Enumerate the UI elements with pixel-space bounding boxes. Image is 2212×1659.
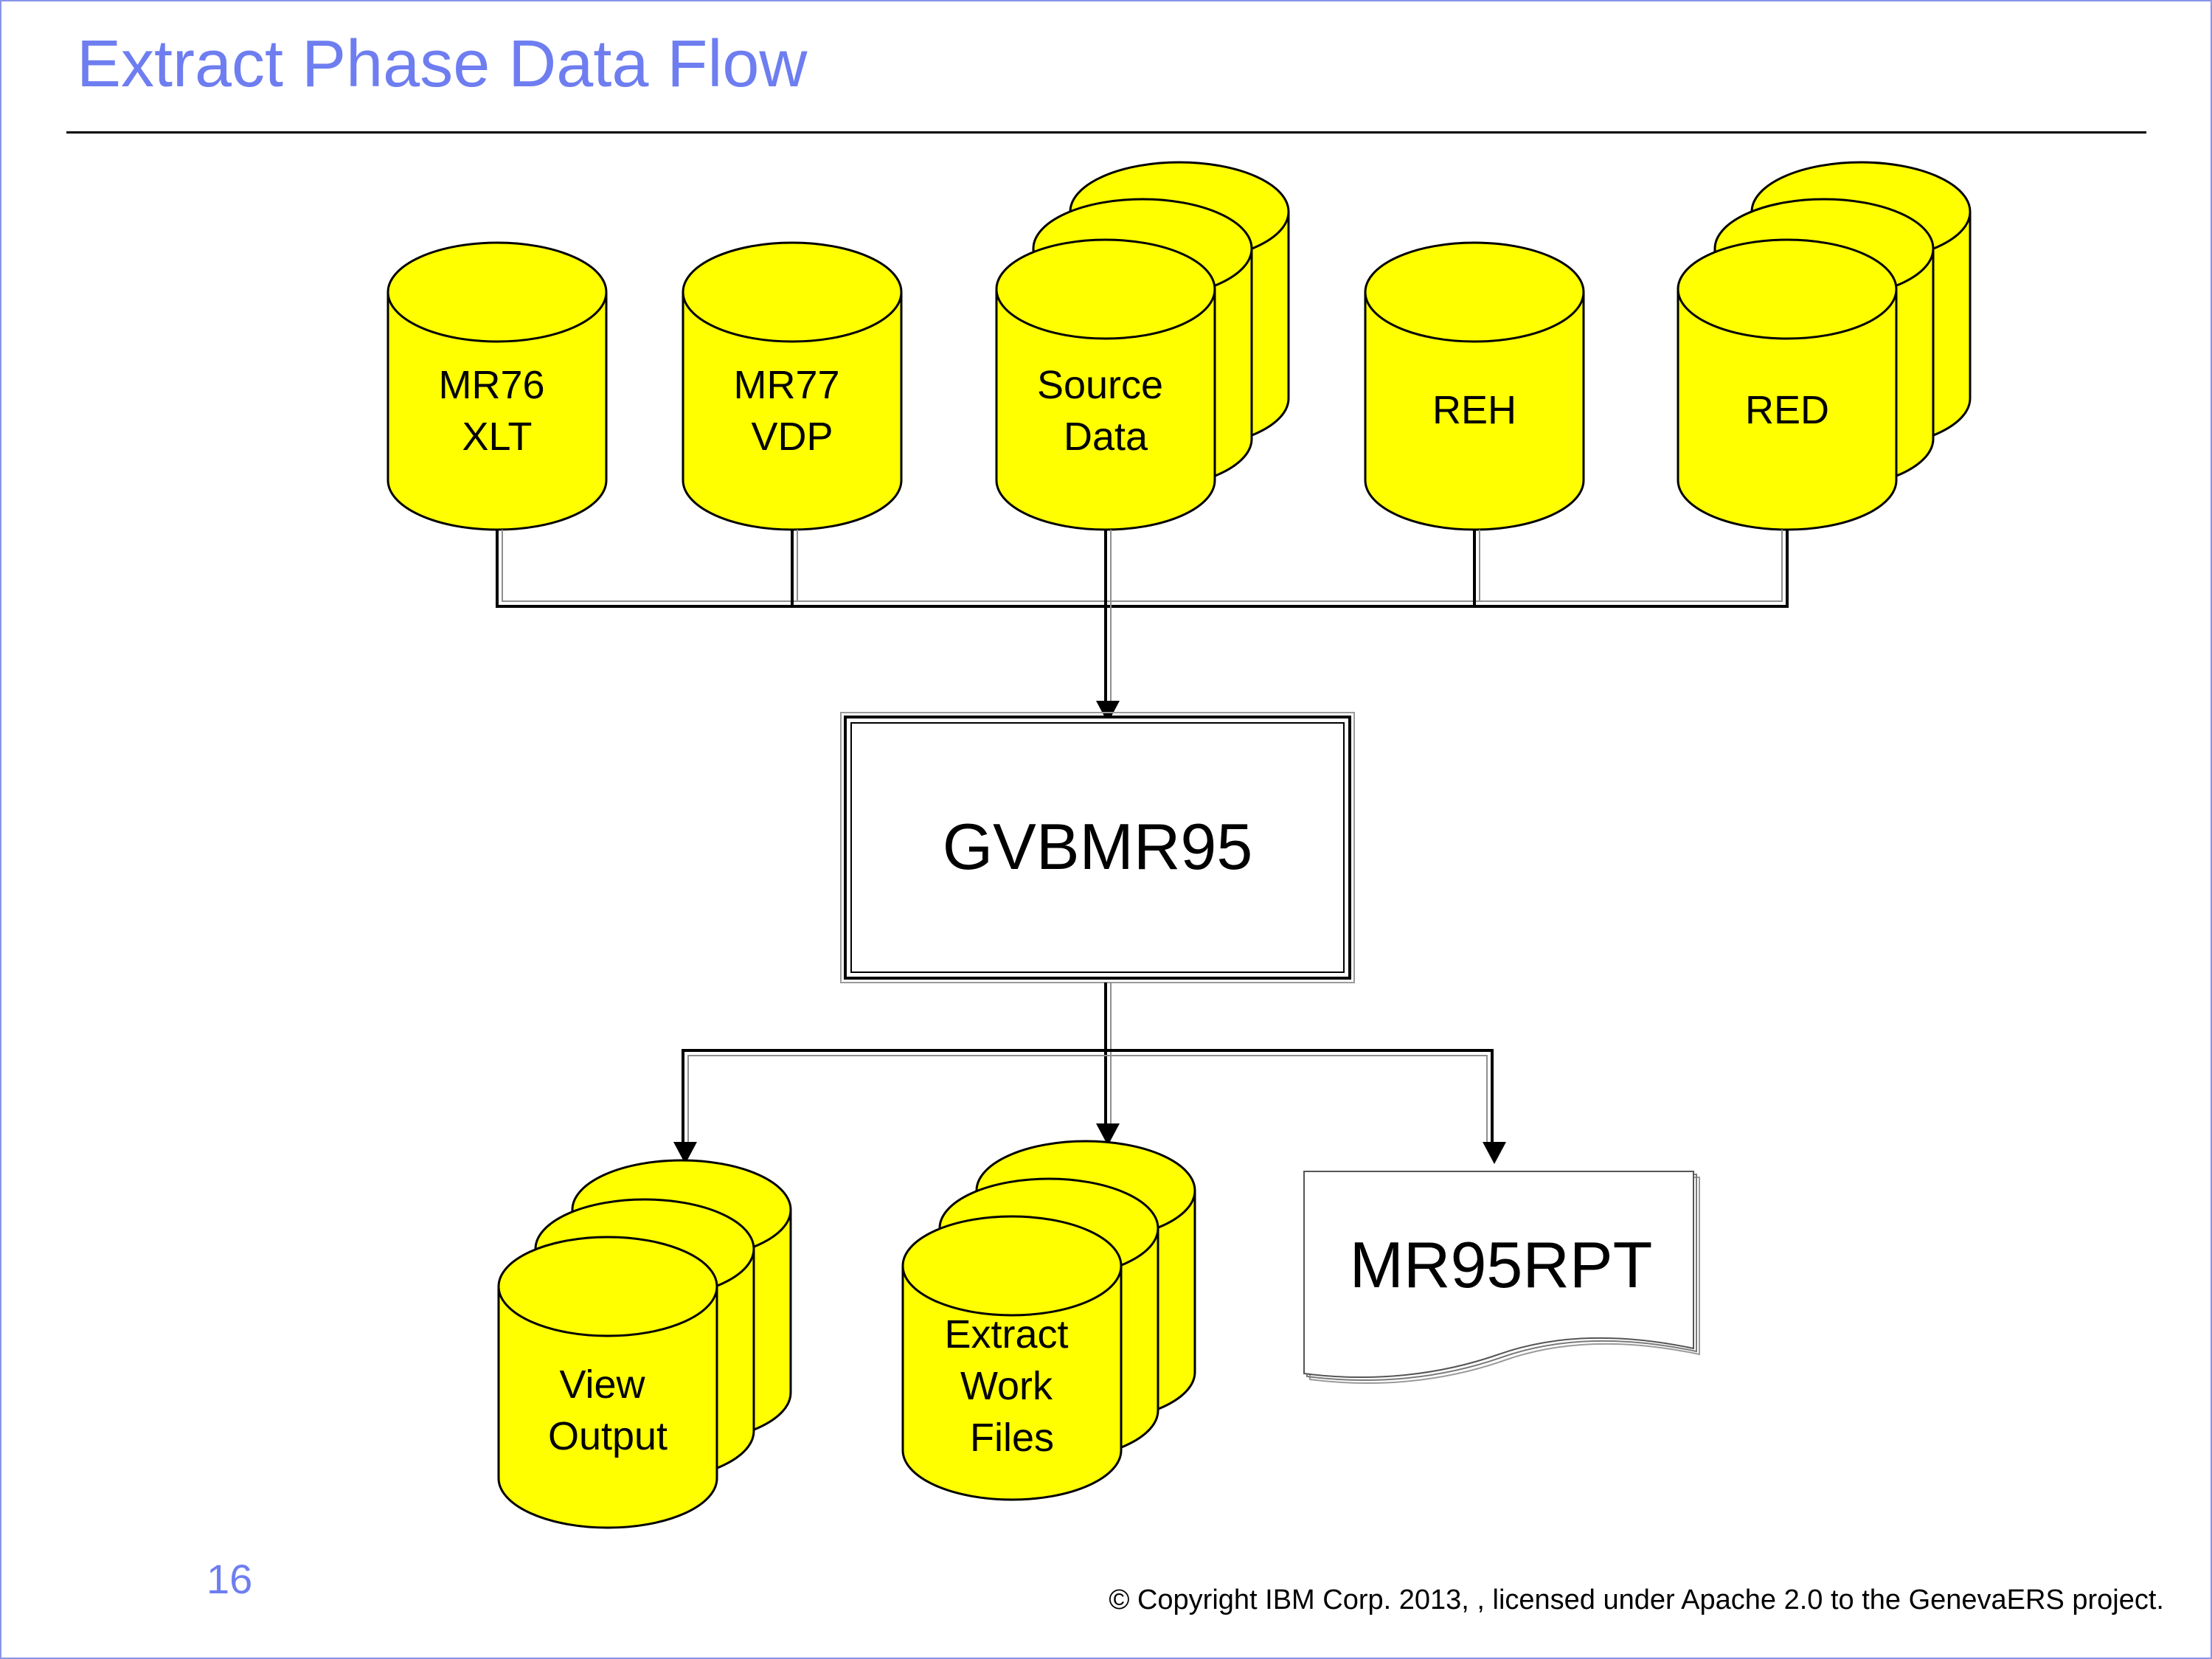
output-connectors (673, 983, 1506, 1164)
arrow-to-mr95rpt (1483, 1142, 1506, 1164)
process-gvbmr95-label: GVBMR95 (943, 810, 1253, 883)
dataset-red-stack: RED (1677, 161, 1972, 531)
arrow-to-extract-work-files (1096, 1123, 1120, 1146)
report-mr95rpt-label: MR95RPT (1350, 1228, 1653, 1301)
dataset-red-label: RED (1745, 388, 1829, 432)
dataset-source-data-label: Source Data (1037, 363, 1174, 459)
dataset-view-output-label: View Output (548, 1362, 668, 1458)
process-gvbmr95: GVBMR95 (840, 712, 1355, 983)
input-connectors (496, 530, 1789, 723)
dataset-reh: REH (1364, 241, 1585, 531)
dataset-extract-work-files-label: Extract Work Files (944, 1312, 1079, 1460)
dataset-view-output-line-2: Output (548, 1414, 668, 1458)
dataset-mr77-vdp-label: MR77 VDP (733, 363, 850, 459)
dataset-source-data-line-2: Data (1064, 415, 1148, 459)
dataset-view-output-line-1: View (559, 1362, 645, 1407)
slide-title: Extract Phase Data Flow (77, 27, 808, 101)
dataset-view-output-stack: View Output (497, 1159, 792, 1529)
title-divider (66, 131, 2146, 134)
page-number: 16 (207, 1556, 253, 1602)
dataset-mr77-vdp: MR77 VDP (682, 241, 903, 531)
dataset-extract-work-files-line-3: Files (970, 1416, 1054, 1460)
dataset-extract-work-files-line-2: Work (960, 1364, 1053, 1408)
dataset-extract-work-files-stack: Extract Work Files (901, 1140, 1196, 1501)
arrow-to-view-output (673, 1142, 697, 1164)
dataset-mr77-vdp-line-2: VDP (751, 415, 833, 459)
dataset-mr76-xlt-line-1: MR76 (438, 363, 544, 407)
dataset-mr76-xlt: MR76 XLT (386, 241, 608, 531)
report-mr95rpt: MR95RPT (1303, 1171, 1700, 1384)
copyright-notice: © Copyright IBM Corp. 2013, , licensed u… (1109, 1584, 2164, 1615)
dataset-reh-label: REH (1432, 388, 1516, 432)
dataset-mr76-xlt-label: MR76 XLT (438, 363, 555, 459)
dataset-mr76-xlt-line-2: XLT (462, 415, 532, 459)
dataset-source-data-stack: Source Data (995, 161, 1290, 531)
dataset-source-data-line-1: Source (1037, 363, 1163, 407)
dataset-extract-work-files-line-1: Extract (944, 1312, 1068, 1357)
dataset-mr77-vdp-line-1: MR77 (733, 363, 839, 407)
